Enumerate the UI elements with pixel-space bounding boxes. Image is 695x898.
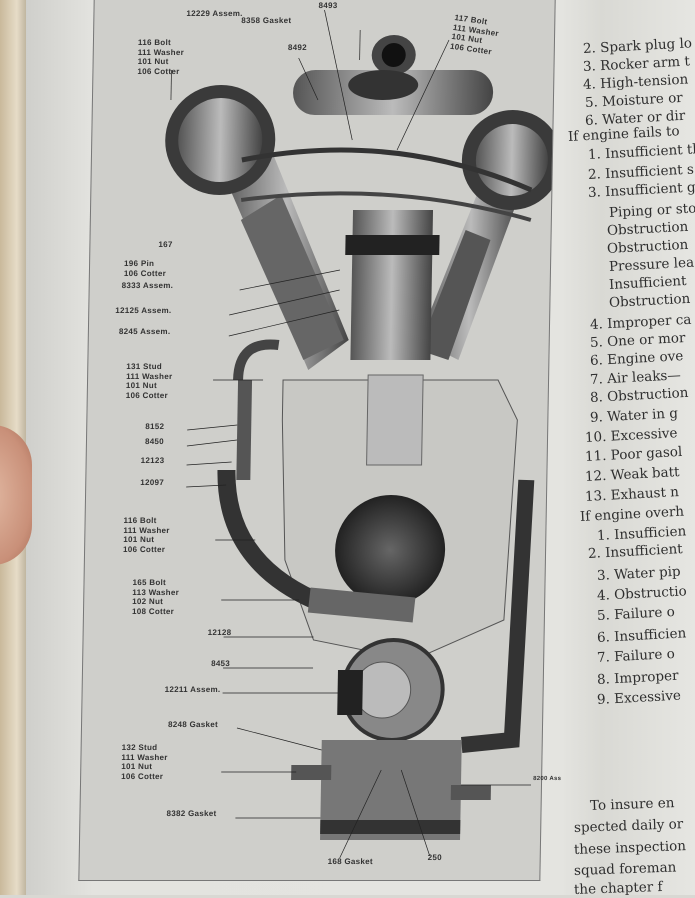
part-label: 8492 bbox=[287, 43, 307, 52]
part-label: 8382 Gasket bbox=[166, 809, 217, 818]
part-label-group: 131 Stud 111 Washer 101 Nut 106 Cotter bbox=[125, 362, 173, 400]
part-label-group: 116 Bolt 111 Washer 101 Nut 106 Cotter bbox=[137, 38, 185, 76]
part-label-group: 117 Bolt 111 Washer 101 Nut 106 Cotter bbox=[449, 12, 500, 56]
part-label: 12125 Assem. bbox=[115, 306, 172, 315]
part-label: 168 Gasket bbox=[327, 857, 373, 866]
part-label: 12123 bbox=[140, 456, 165, 465]
part-label: 250 bbox=[427, 853, 443, 862]
part-label: 8248 Gasket bbox=[167, 720, 219, 729]
part-label: 8152 bbox=[145, 422, 165, 431]
part-label: 12128 bbox=[207, 628, 232, 637]
part-label: 12229 Assem. bbox=[186, 9, 243, 18]
part-label: 8493 bbox=[318, 1, 338, 10]
part-label: 8450 bbox=[144, 437, 165, 446]
paragraph-line: the chapter f bbox=[573, 878, 663, 898]
part-label: 8333 Assem. bbox=[121, 281, 174, 290]
thumb bbox=[0, 425, 32, 565]
part-label: 8358 Gasket bbox=[241, 16, 292, 25]
part-label-group: 165 Bolt 113 Washer 102 Nut 108 Cotter bbox=[131, 578, 180, 616]
engine-illustration bbox=[165, 9, 555, 859]
part-label: 8245 Assem. bbox=[118, 327, 171, 336]
part-label-group: 116 Bolt 111 Washer 101 Nut 106 Cotter bbox=[123, 516, 170, 554]
engine-diagram: 12229 Assem. 8358 Gasket 8493 8492 116 B… bbox=[78, 0, 561, 881]
part-label: 8200 Ass bbox=[533, 776, 562, 782]
part-label: 167 bbox=[158, 240, 173, 249]
paragraph-line: To insure en bbox=[589, 795, 675, 814]
part-label-group: 132 Stud 111 Washer 101 Nut 106 Cotter bbox=[121, 743, 168, 781]
part-label: 12211 Assem. bbox=[164, 685, 221, 694]
part-label-group: 196 Pin 106 Cotter bbox=[123, 259, 167, 278]
part-label: 8453 bbox=[211, 659, 231, 668]
part-label: 12097 bbox=[140, 478, 165, 487]
